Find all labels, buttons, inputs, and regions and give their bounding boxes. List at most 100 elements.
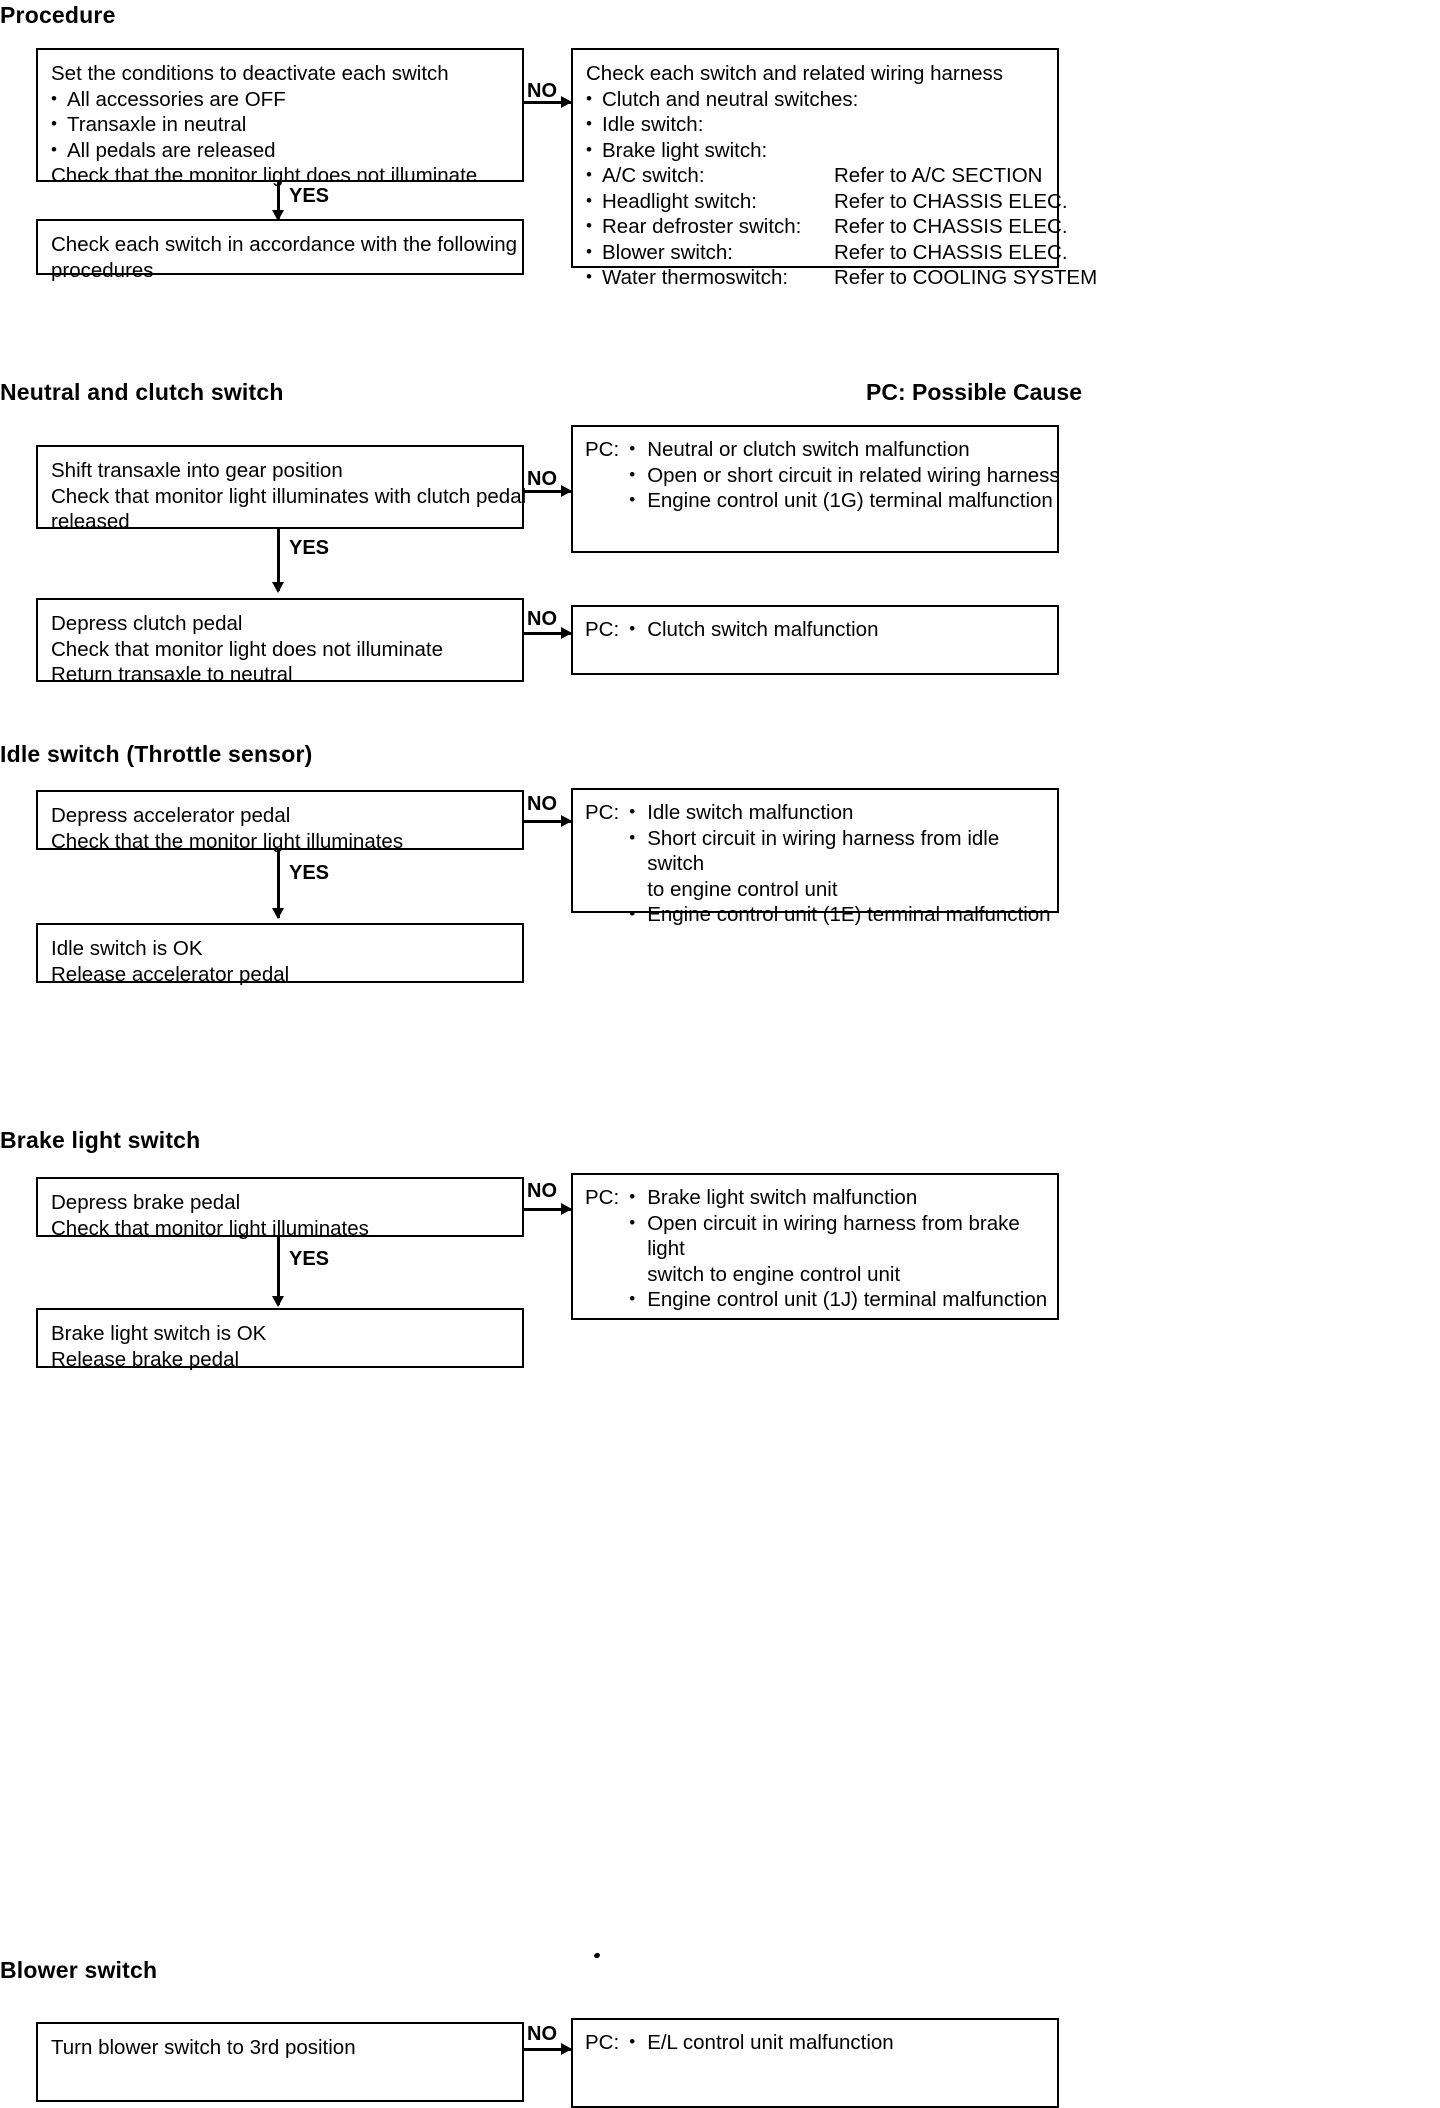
branch-label-yes: YES	[289, 1248, 330, 1270]
connector-yes-line	[277, 850, 280, 918]
connector-no-arrow	[561, 627, 572, 639]
connector-yes-line	[277, 529, 280, 591]
procedure-check-switches-box: Check each switch and related wiring har…	[571, 48, 1097, 289]
branch-label-no: NO	[527, 1180, 557, 1202]
switch-row: Blower switch: Refer to CHASSIS ELEC.	[586, 239, 1068, 266]
connector-no-arrow	[561, 1203, 572, 1215]
connector-yes-arrow	[272, 1296, 284, 1307]
pc-item: Open circuit in wiring harness from brak…	[629, 1210, 1057, 1288]
box-line: Depress clutch pedal	[51, 612, 243, 635]
connector-no-line	[524, 101, 572, 104]
pc-item: Engine control unit (1J) terminal malfun…	[629, 1286, 1057, 1313]
branch-label-no: NO	[527, 80, 557, 102]
pc-item: Engine control unit (1G) terminal malfun…	[629, 487, 1059, 514]
pc-possible-cause-legend: PC: Possible Cause	[866, 379, 1083, 405]
switch-row: Rear defroster switch: Refer to CHASSIS E…	[586, 213, 1068, 240]
switch-label: Brake light switch:	[602, 138, 768, 162]
box-line: Turn blower switch to 3rd position	[51, 2036, 356, 2059]
box-line: Idle switch is OK	[51, 937, 203, 960]
procedure-step1-box: Set the conditions to deactivate each sw…	[36, 48, 524, 187]
branch-label-no: NO	[527, 2023, 557, 2045]
connector-yes-line	[277, 182, 280, 220]
connector-no-line	[524, 2048, 572, 2051]
switch-row: Idle switch:	[586, 111, 1057, 138]
connector-yes-arrow	[272, 210, 284, 221]
pc-item: Brake light switch malfunction	[629, 1184, 1057, 1211]
pc-label: PC:	[585, 618, 620, 641]
pc-item: E/L control unit malfunction	[629, 2029, 1057, 2056]
connector-yes-arrow	[272, 908, 284, 919]
box-line: Check that monitor light illuminates	[51, 1216, 369, 1240]
switch-label: Headlight switch:	[602, 189, 757, 213]
box-line: Check each switch in accordance with the…	[51, 233, 518, 256]
box-line: Check that the monitor light illuminates	[51, 829, 404, 853]
switch-label: Water thermoswitch:	[602, 266, 789, 289]
pc-item: Engine control unit (1E) terminal malfun…	[629, 901, 1057, 928]
section-heading-blower-switch: Blower switch	[0, 1957, 158, 1983]
connector-no-line	[524, 632, 572, 635]
box-bullet: Transaxle in neutral	[51, 111, 522, 138]
connector-no-arrow	[561, 485, 572, 497]
connector-no-line	[524, 490, 572, 493]
pc-item: Open or short circuit in related wiring …	[629, 462, 1059, 489]
brake-light-pc-box: PC: Brake light switch malfunction Open …	[571, 1173, 1059, 1320]
connector-no-arrow	[561, 2043, 572, 2055]
neutral-clutch-step2-box: Depress clutch pedal Check that monitor …	[36, 598, 524, 686]
box-line: procedures	[51, 258, 154, 282]
connector-no-arrow	[561, 815, 572, 827]
branch-label-no: NO	[527, 608, 557, 630]
section-heading-idle-switch: Idle switch (Throttle sensor)	[0, 741, 313, 767]
connector-no-arrow	[561, 96, 572, 108]
blower-switch-step1-box: Turn blower switch to 3rd position	[36, 2022, 524, 2102]
branch-label-yes: YES	[289, 185, 330, 207]
box-bullet: All accessories are OFF	[51, 86, 522, 113]
pc-item: Short circuit in wiring harness from idl…	[629, 825, 1057, 903]
branch-label-no: NO	[527, 793, 557, 815]
pc-label: PC:	[585, 438, 620, 461]
pc-item: Neutral or clutch switch malfunction	[629, 436, 1059, 463]
blower-switch-pc-box: PC: E/L control unit malfunction	[571, 2018, 1059, 2108]
box-line: Brake light switch is OK	[51, 1322, 267, 1345]
switch-row: Water thermoswitch:Refer to COOLING SYST…	[586, 264, 1097, 291]
box-line: Depress accelerator pedal	[51, 804, 291, 827]
switch-row: A/C switch:Refer to A/C SECTION	[586, 162, 1057, 189]
switch-label: Idle switch:	[602, 113, 704, 136]
box-line: Shift transaxle into gear position	[51, 459, 343, 482]
box-line: Release accelerator pedal	[51, 962, 290, 986]
brake-light-step2-box: Brake light switch is OK Release brake p…	[36, 1308, 524, 1371]
switch-label: A/C switch:	[602, 164, 705, 187]
switch-label: Blower switch:	[602, 240, 734, 264]
switch-label: Rear defroster switch:	[602, 215, 802, 238]
switch-row: Brake light switch:	[586, 137, 1057, 164]
brake-light-step1-box: Depress brake pedal Check that monitor l…	[36, 1177, 524, 1240]
connector-no-line	[524, 1208, 572, 1211]
scan-artifact-speck	[593, 1952, 601, 1959]
box-line: Check that the monitor light does not il…	[51, 164, 478, 187]
switch-refer: Refer to CHASSIS ELEC.	[834, 189, 1068, 213]
switch-refer: Refer to CHASSIS ELEC.	[834, 215, 1068, 238]
box-bullet: All pedals are released	[51, 137, 522, 164]
branch-label-no: NO	[527, 468, 557, 490]
neutral-clutch-step2-pc-box: PC: Clutch switch malfunction	[571, 605, 1059, 675]
section-heading-brake-light-switch: Brake light switch	[0, 1127, 201, 1153]
idle-switch-step1-box: Depress accelerator pedal Check that the…	[36, 790, 524, 853]
service-manual-page: Procedure Set the conditions to deactiva…	[0, 0, 1440, 2050]
switch-label: Clutch and neutral switches:	[602, 87, 859, 111]
connector-no-line	[524, 820, 572, 823]
branch-label-yes: YES	[289, 862, 330, 884]
switch-row: Clutch and neutral switches:	[586, 86, 1057, 113]
pc-item: Clutch switch malfunction	[629, 616, 1057, 643]
switch-refer: Refer to CHASSIS ELEC.	[834, 240, 1068, 264]
pc-label: PC:	[585, 1186, 620, 1209]
box-line: Set the conditions to deactivate each sw…	[51, 62, 449, 85]
box-line: Depress brake pedal	[51, 1191, 241, 1214]
connector-yes-arrow	[272, 582, 284, 593]
section-heading-neutral-clutch: Neutral and clutch switch	[0, 379, 284, 405]
branch-label-yes: YES	[289, 537, 330, 559]
neutral-clutch-step1-pc-box: PC: Neutral or clutch switch malfunction…	[571, 425, 1060, 553]
procedure-step2-box: Check each switch in accordance with the…	[36, 219, 524, 282]
box-line: Check that monitor light illuminates wit…	[51, 484, 527, 508]
box-line: Check each switch and related wiring har…	[586, 62, 1004, 85]
switch-row: Headlight switch: Refer to CHASSIS ELEC.	[586, 188, 1068, 215]
idle-switch-pc-box: PC: Idle switch malfunction Short circui…	[571, 788, 1059, 926]
